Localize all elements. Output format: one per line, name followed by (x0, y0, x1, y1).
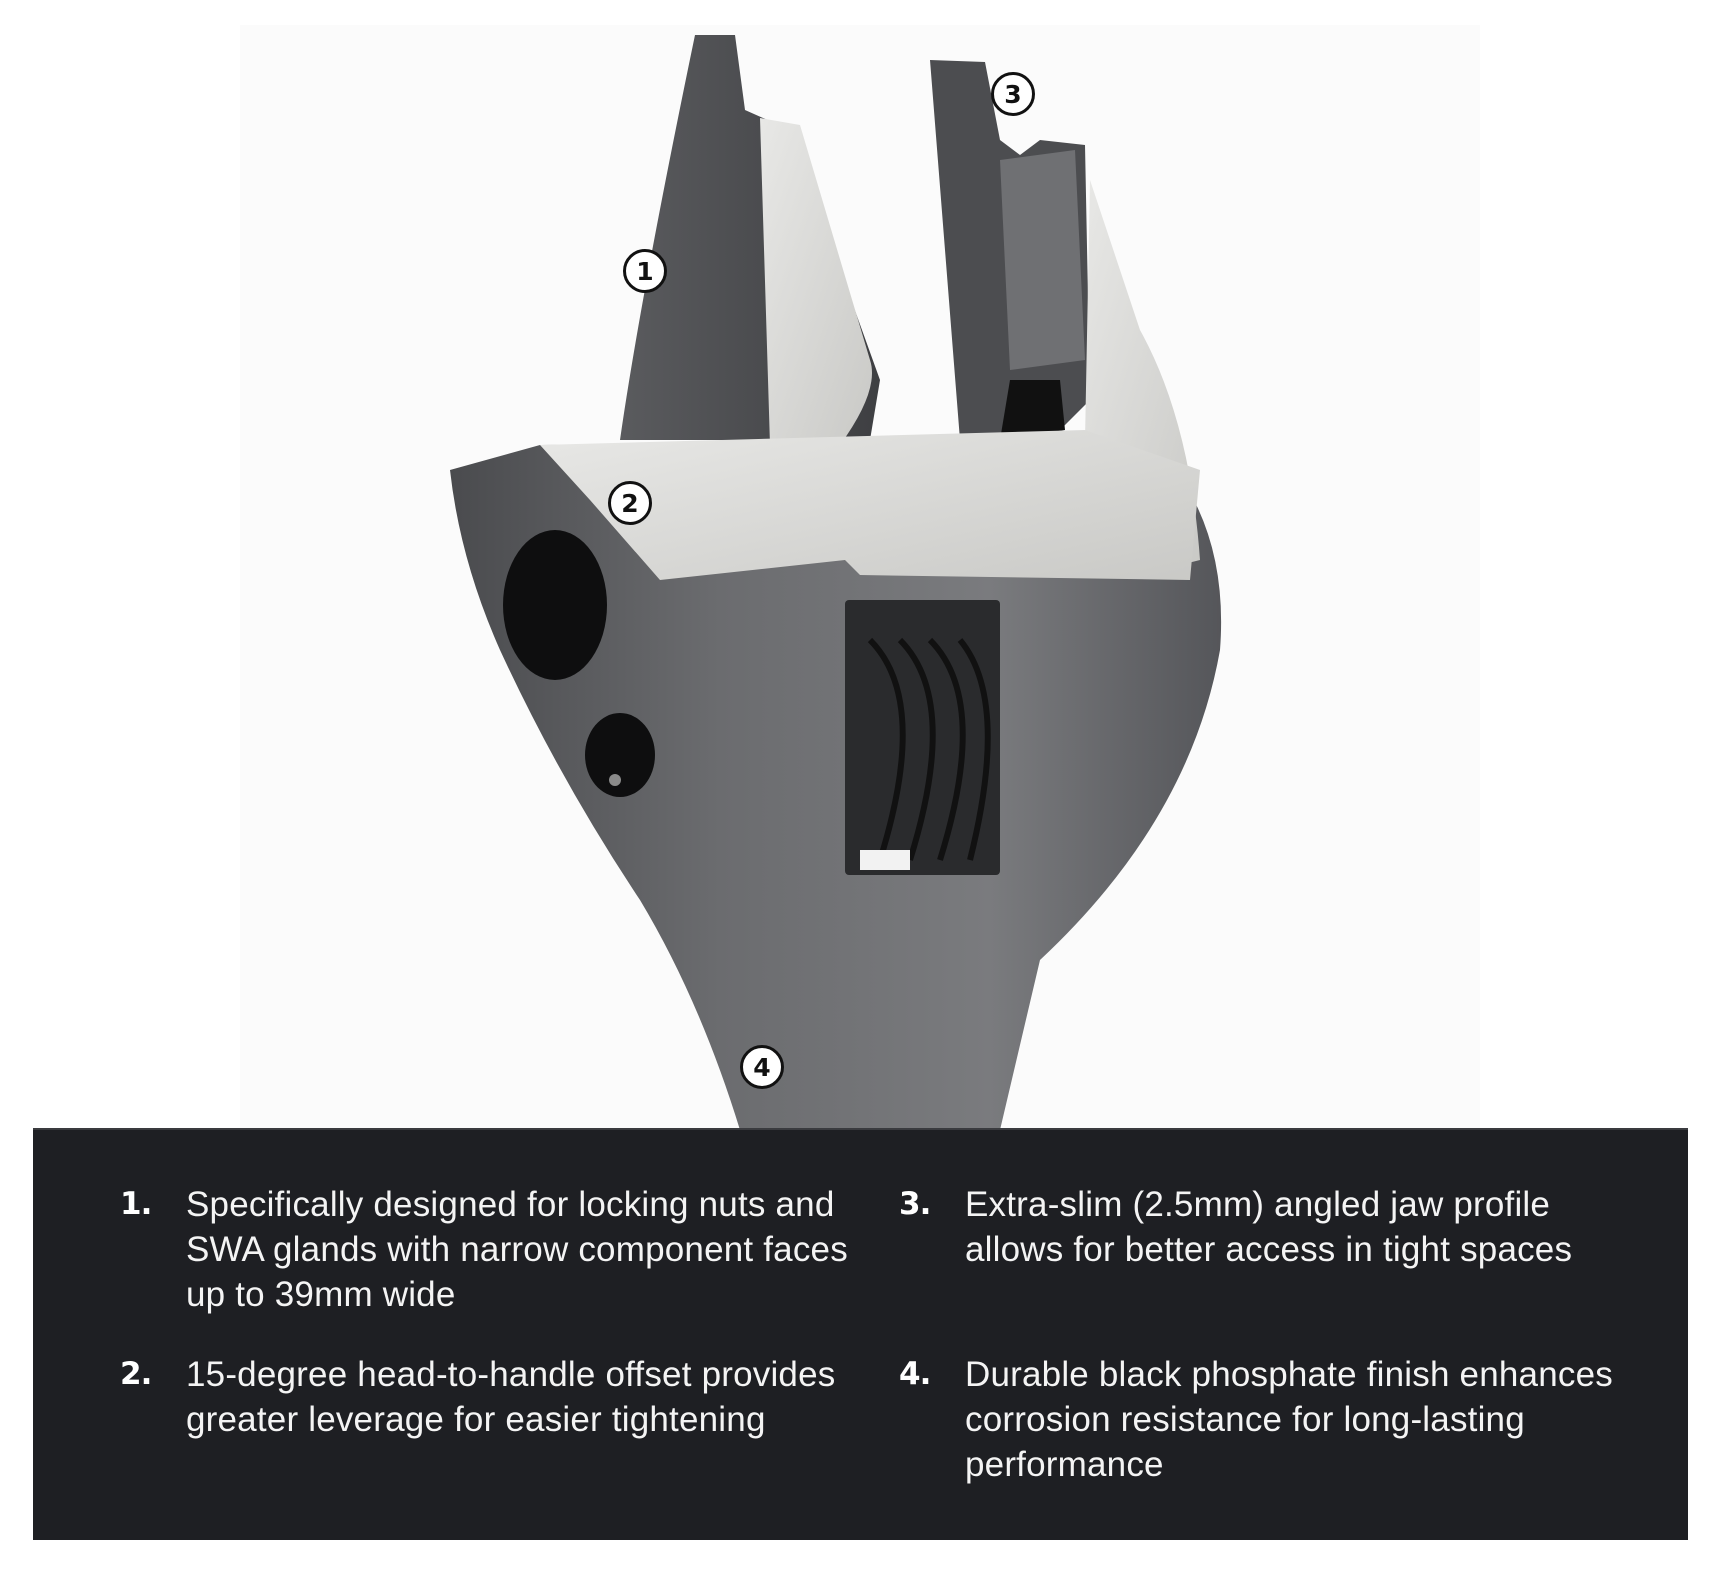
callout-number: 4 (753, 1052, 771, 1082)
callout-2: 2 (608, 481, 652, 525)
feature-text: Extra-slim (2.5mm) angled jaw profile al… (965, 1185, 1573, 1269)
feature-number: 3. (899, 1186, 931, 1222)
feature-text: 15-degree head-to-handle offset provides… (186, 1355, 836, 1439)
feature-item-4: 4. Durable black phosphate finish enhanc… (899, 1352, 1619, 1487)
callout-3: 3 (991, 72, 1035, 116)
feature-text: Specifically designed for locking nuts a… (186, 1185, 848, 1314)
callout-4: 4 (740, 1045, 784, 1089)
callout-number: 2 (621, 488, 639, 518)
feature-item-2: 2. 15-degree head-to-handle offset provi… (120, 1352, 850, 1442)
feature-number: 1. (120, 1186, 152, 1222)
callout-number: 1 (636, 256, 654, 286)
features-panel: 1. Specifically designed for locking nut… (33, 1128, 1688, 1540)
feature-item-3: 3. Extra-slim (2.5mm) angled jaw profile… (899, 1182, 1619, 1272)
callout-1: 1 (623, 249, 667, 293)
feature-item-1: 1. Specifically designed for locking nut… (120, 1182, 850, 1317)
callout-number: 3 (1004, 79, 1022, 109)
feature-number: 4. (899, 1356, 931, 1392)
product-photo: 1 2 3 4 (450, 35, 1222, 1130)
feature-number: 2. (120, 1356, 152, 1392)
wrench-illustration (450, 35, 1222, 1130)
feature-text: Durable black phosphate finish enhances … (965, 1355, 1613, 1484)
